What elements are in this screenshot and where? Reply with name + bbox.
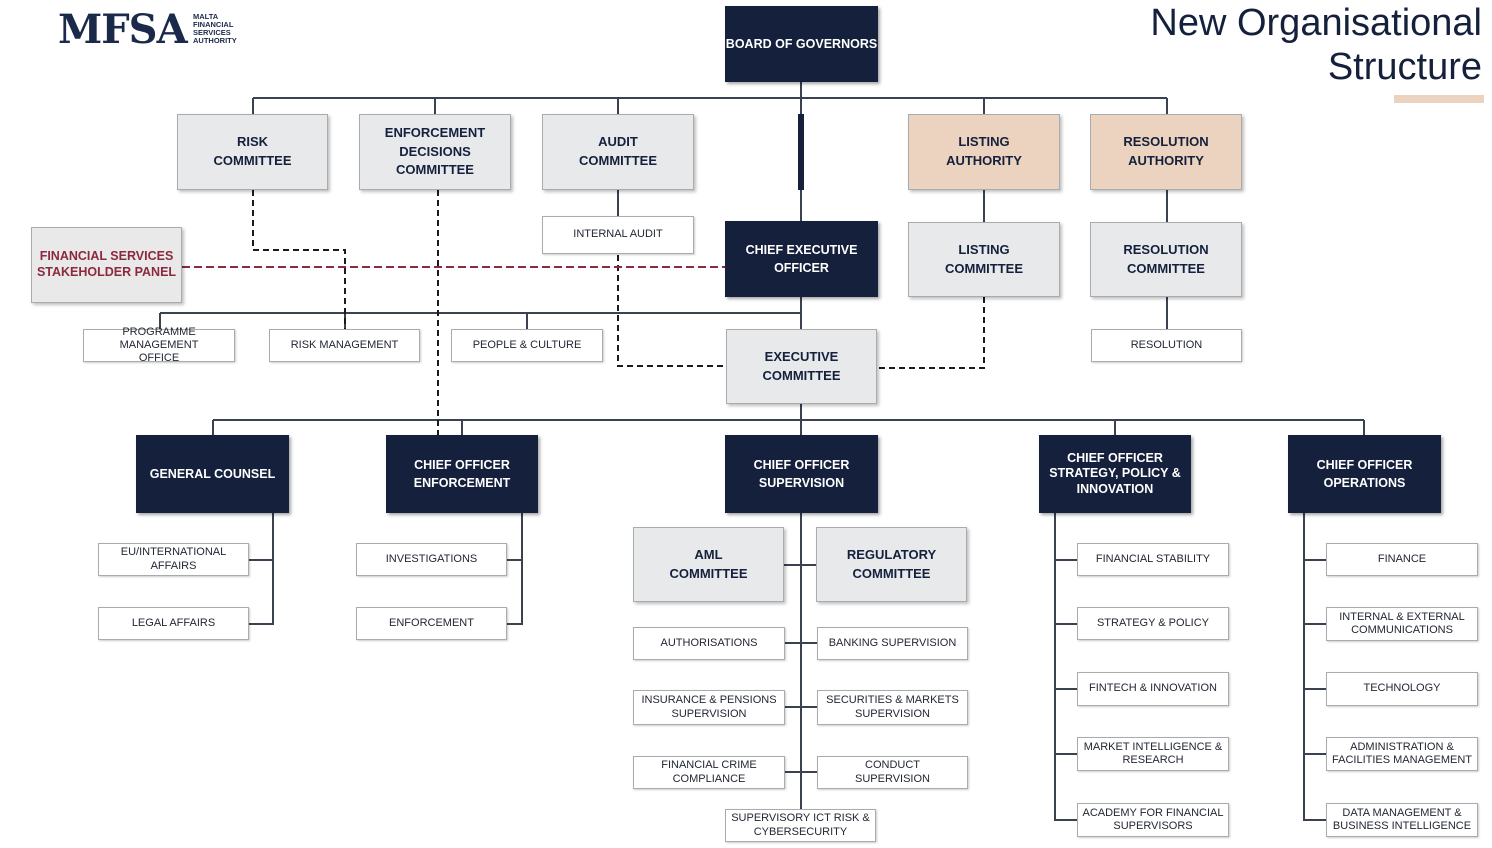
risk-management-box: RISK MANAGEMENT: [269, 329, 420, 362]
operations-unit: ADMINISTRATION & FACILITIES MANAGEMENT: [1326, 737, 1478, 771]
mfsa-logo: MFSA: [58, 6, 188, 53]
strategy-unit: FINANCIAL STABILITY: [1077, 543, 1229, 576]
general-counsel-box: GENERAL COUNSEL: [136, 435, 289, 513]
supervision-unit: FINANCIAL CRIME COMPLIANCE: [633, 756, 785, 789]
regulatory-committee-box: REGULATORY COMMITTEE: [816, 527, 967, 602]
mfsa-logo-subtext: MALTA FINANCIAL SERVICES AUTHORITY: [193, 12, 237, 45]
executive-committee-box: EXECUTIVE COMMITTEE: [726, 329, 877, 404]
operations-unit: DATA MANAGEMENT & BUSINESS INTELLIGENCE: [1326, 803, 1478, 837]
enforcement-unit: INVESTIGATIONS: [356, 543, 507, 576]
risk-committee-box: RISK COMMITTEE: [177, 114, 328, 190]
chief-officer-strategy-box: CHIEF OFFICER STRATEGY, POLICY & INNOVAT…: [1039, 435, 1191, 513]
strategy-unit: FINTECH & INNOVATION: [1077, 672, 1229, 706]
supervision-unit: AUTHORISATIONS: [633, 627, 785, 660]
stakeholder-panel-box: FINANCIAL SERVICES STAKEHOLDER PANEL: [31, 227, 182, 303]
supervision-unit: CONDUCT SUPERVISION: [817, 756, 968, 789]
supervision-unit: BANKING SUPERVISION: [817, 627, 968, 660]
aml-committee-box: AML COMMITTEE: [633, 527, 784, 602]
page-title: New Organisational Structure: [1150, 2, 1482, 88]
resolution-authority-box: RESOLUTION AUTHORITY: [1090, 114, 1242, 190]
enforcement-unit: ENFORCEMENT: [356, 607, 507, 640]
general-counsel-unit: LEGAL AFFAIRS: [98, 607, 249, 640]
listing-authority-box: LISTING AUTHORITY: [908, 114, 1060, 190]
supervision-unit: INSURANCE & PENSIONS SUPERVISION: [633, 690, 785, 725]
operations-unit: FINANCE: [1326, 543, 1478, 576]
resolution-committee-box: RESOLUTION COMMITTEE: [1090, 222, 1242, 297]
enforcement-decisions-committee-box: ENFORCEMENT DECISIONS COMMITTEE: [359, 114, 511, 190]
supervisory-ict-risk-box: SUPERVISORY ICT RISK & CYBERSECURITY: [725, 809, 876, 842]
ceo-box: CHIEF EXECUTIVE OFFICER: [725, 221, 878, 297]
audit-committee-box: AUDIT COMMITTEE: [542, 114, 694, 190]
people-culture-box: PEOPLE & CULTURE: [451, 329, 603, 362]
title-underline: [1394, 95, 1484, 103]
operations-unit: TECHNOLOGY: [1326, 672, 1478, 706]
chief-officer-supervision-box: CHIEF OFFICER SUPERVISION: [725, 435, 878, 513]
chief-officer-enforcement-box: CHIEF OFFICER ENFORCEMENT: [386, 435, 538, 513]
strategy-unit: ACADEMY FOR FINANCIAL SUPERVISORS: [1077, 803, 1229, 837]
board-of-governors-box: BOARD OF GOVERNORS: [725, 6, 878, 82]
chief-officer-operations-box: CHIEF OFFICER OPERATIONS: [1288, 435, 1441, 513]
strategy-unit: STRATEGY & POLICY: [1077, 607, 1229, 640]
strategy-unit: MARKET INTELLIGENCE & RESEARCH: [1077, 737, 1229, 771]
general-counsel-unit: EU/INTERNATIONAL AFFAIRS: [98, 543, 249, 576]
operations-unit: INTERNAL & EXTERNAL COMMUNICATIONS: [1326, 607, 1478, 641]
resolution-box: RESOLUTION: [1091, 329, 1242, 362]
supervision-unit: SECURITIES & MARKETS SUPERVISION: [817, 690, 968, 725]
programme-management-office-box: PROGRAMME MANAGEMENT OFFICE: [83, 326, 235, 364]
internal-audit-box: INTERNAL AUDIT: [542, 216, 694, 254]
listing-committee-box: LISTING COMMITTEE: [908, 222, 1060, 297]
